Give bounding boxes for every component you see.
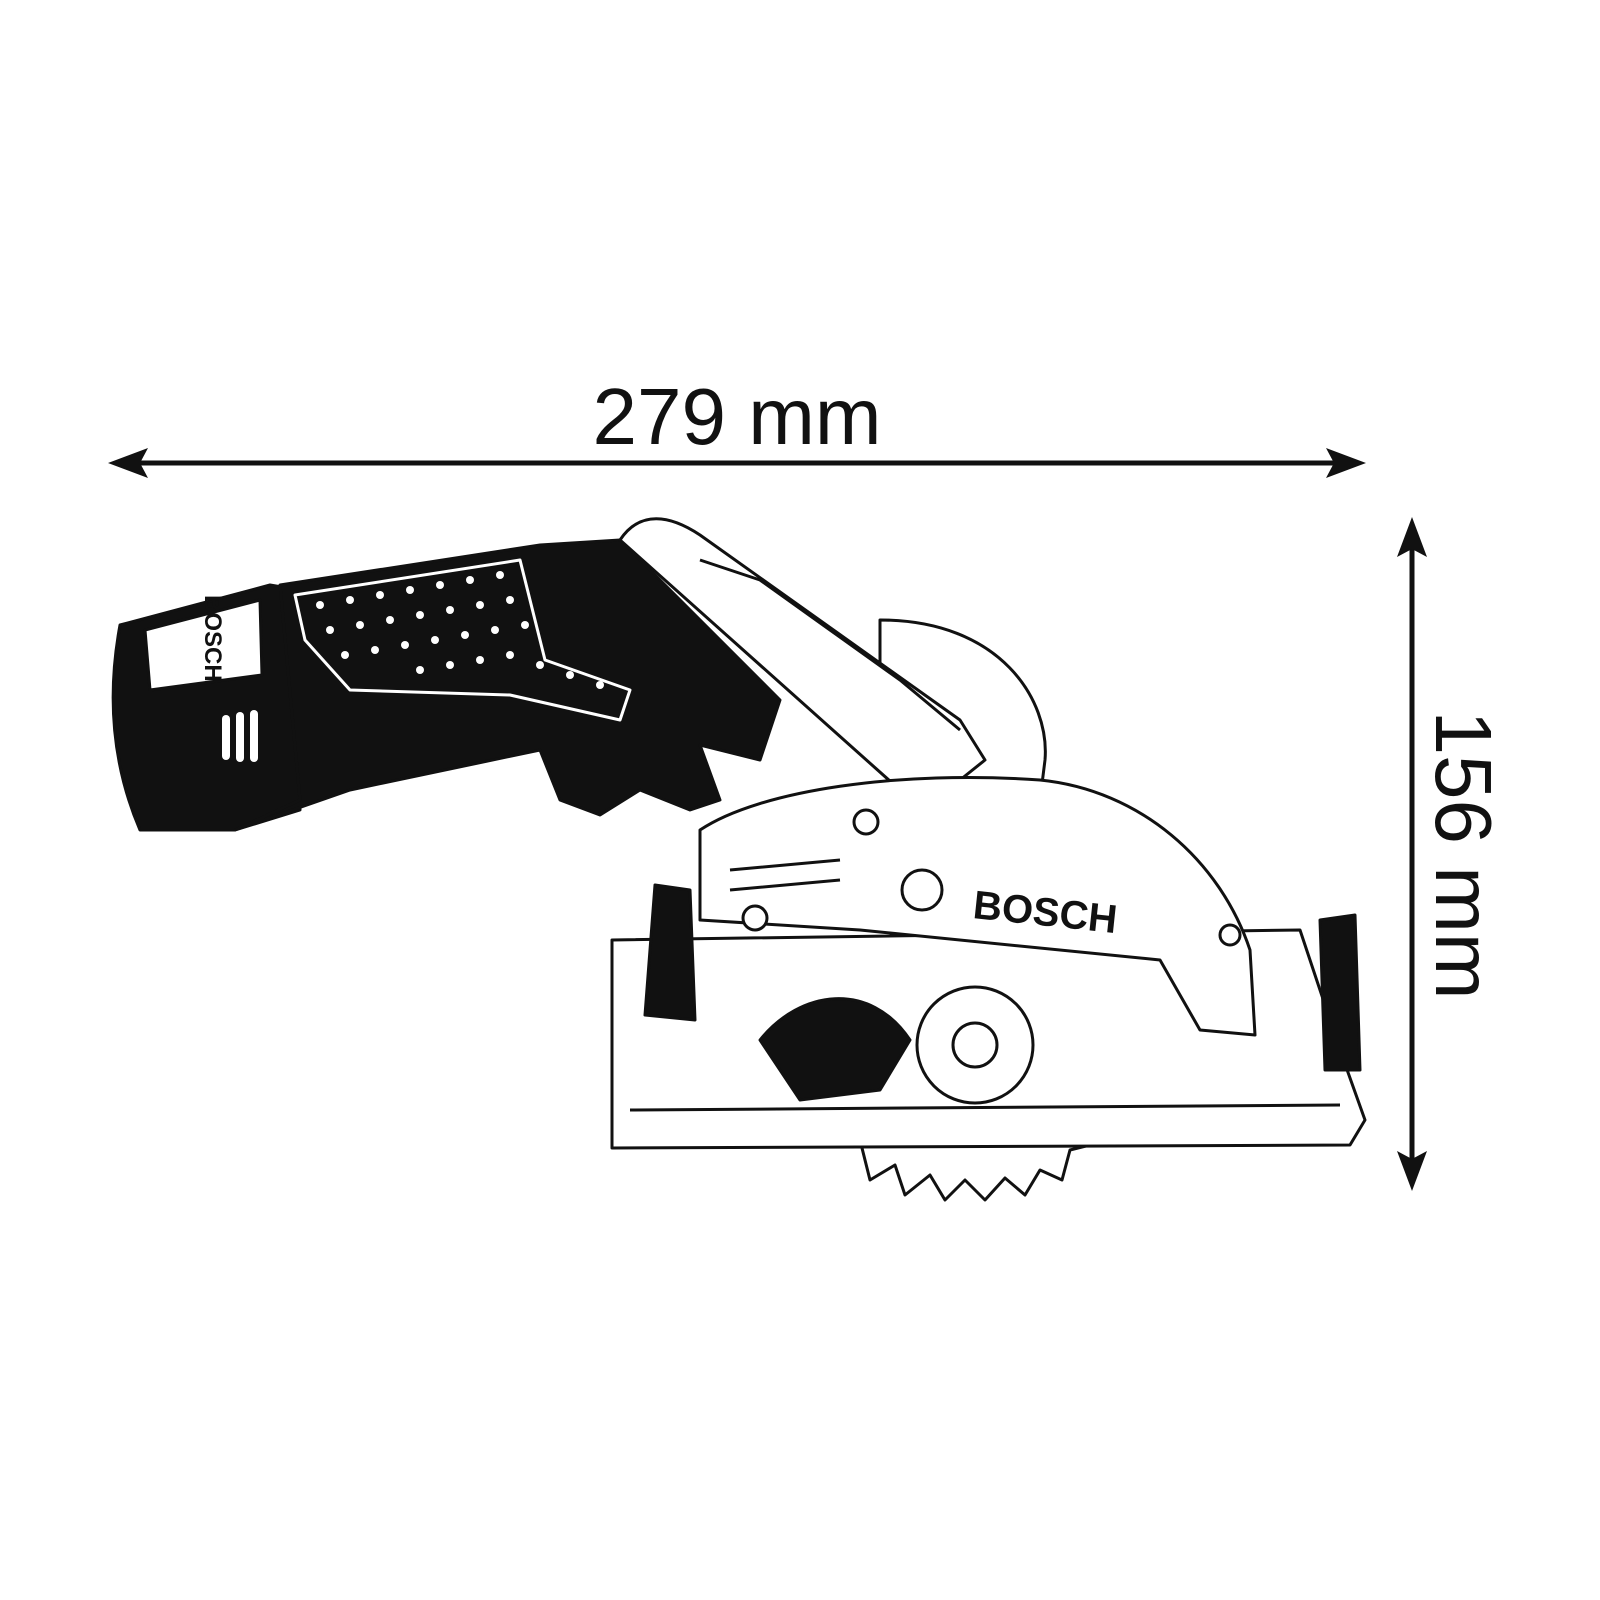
base-plate-edge (629, 1103, 1341, 1112)
guard-ribs (729, 858, 841, 892)
circular-saw-illustration: BOSCH BOSCH (111, 517, 1367, 1202)
arrow-right-icon (1326, 448, 1366, 478)
bevel-lock-knob (643, 883, 697, 1022)
height-label: 156 mm (1419, 711, 1508, 1000)
top-handle (618, 517, 987, 792)
saw-blade-teeth (858, 1138, 1092, 1202)
handle-ridges (699, 558, 961, 732)
width-label: 279 mm (593, 372, 882, 461)
screw (741, 904, 769, 932)
battery-bosch-logo: BOSCH (199, 595, 226, 682)
grip-panel (293, 558, 632, 722)
width-dimension: 279 mm (108, 372, 1366, 478)
depth-lock-knob (1318, 913, 1362, 1072)
battery-vents (222, 710, 258, 762)
arrow-left-icon (108, 448, 148, 478)
bosch-armature-logo-icon (900, 868, 944, 912)
arbor-bolt (951, 1021, 999, 1069)
arrow-down-icon (1397, 1151, 1427, 1191)
grip-dots (316, 571, 604, 689)
blade-guard (698, 775, 1257, 1037)
arrow-up-icon (1397, 517, 1427, 557)
screw (852, 808, 880, 836)
lower-blade-guard (758, 997, 912, 1102)
height-dimension: 156 mm (1397, 517, 1508, 1191)
battery-label-panel (143, 598, 264, 692)
screw (1218, 923, 1242, 947)
